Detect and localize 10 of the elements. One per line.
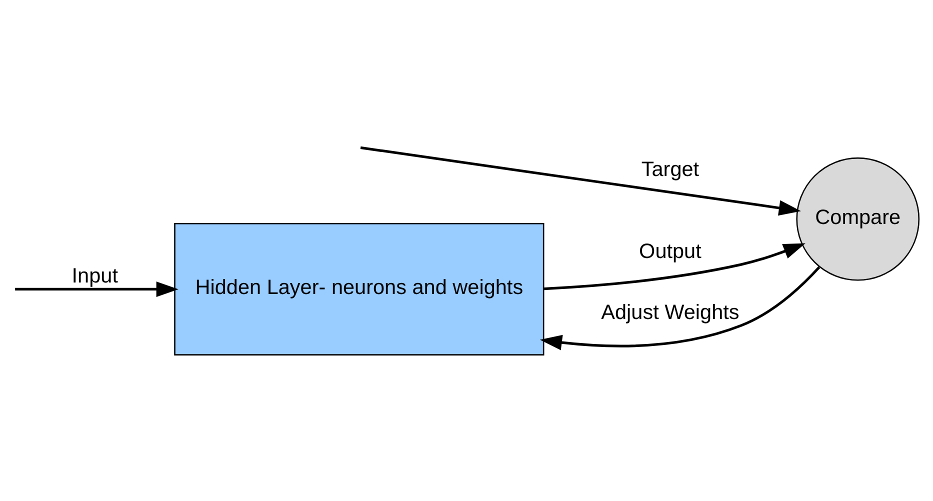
- node-circle: Compare: [796, 156, 920, 280]
- edge-label: Target: [641, 157, 700, 180]
- edge-label: Output: [639, 239, 702, 262]
- arrow: [15, 280, 178, 296]
- edge-label: Adjust Weights: [601, 300, 740, 324]
- node-box: Hidden Layer- neurons and weights: [174, 222, 544, 355]
- edge-label: Input: [72, 264, 118, 287]
- arrow: [544, 242, 806, 290]
- arrow: [540, 266, 820, 350]
- arrow: [360, 146, 801, 216]
